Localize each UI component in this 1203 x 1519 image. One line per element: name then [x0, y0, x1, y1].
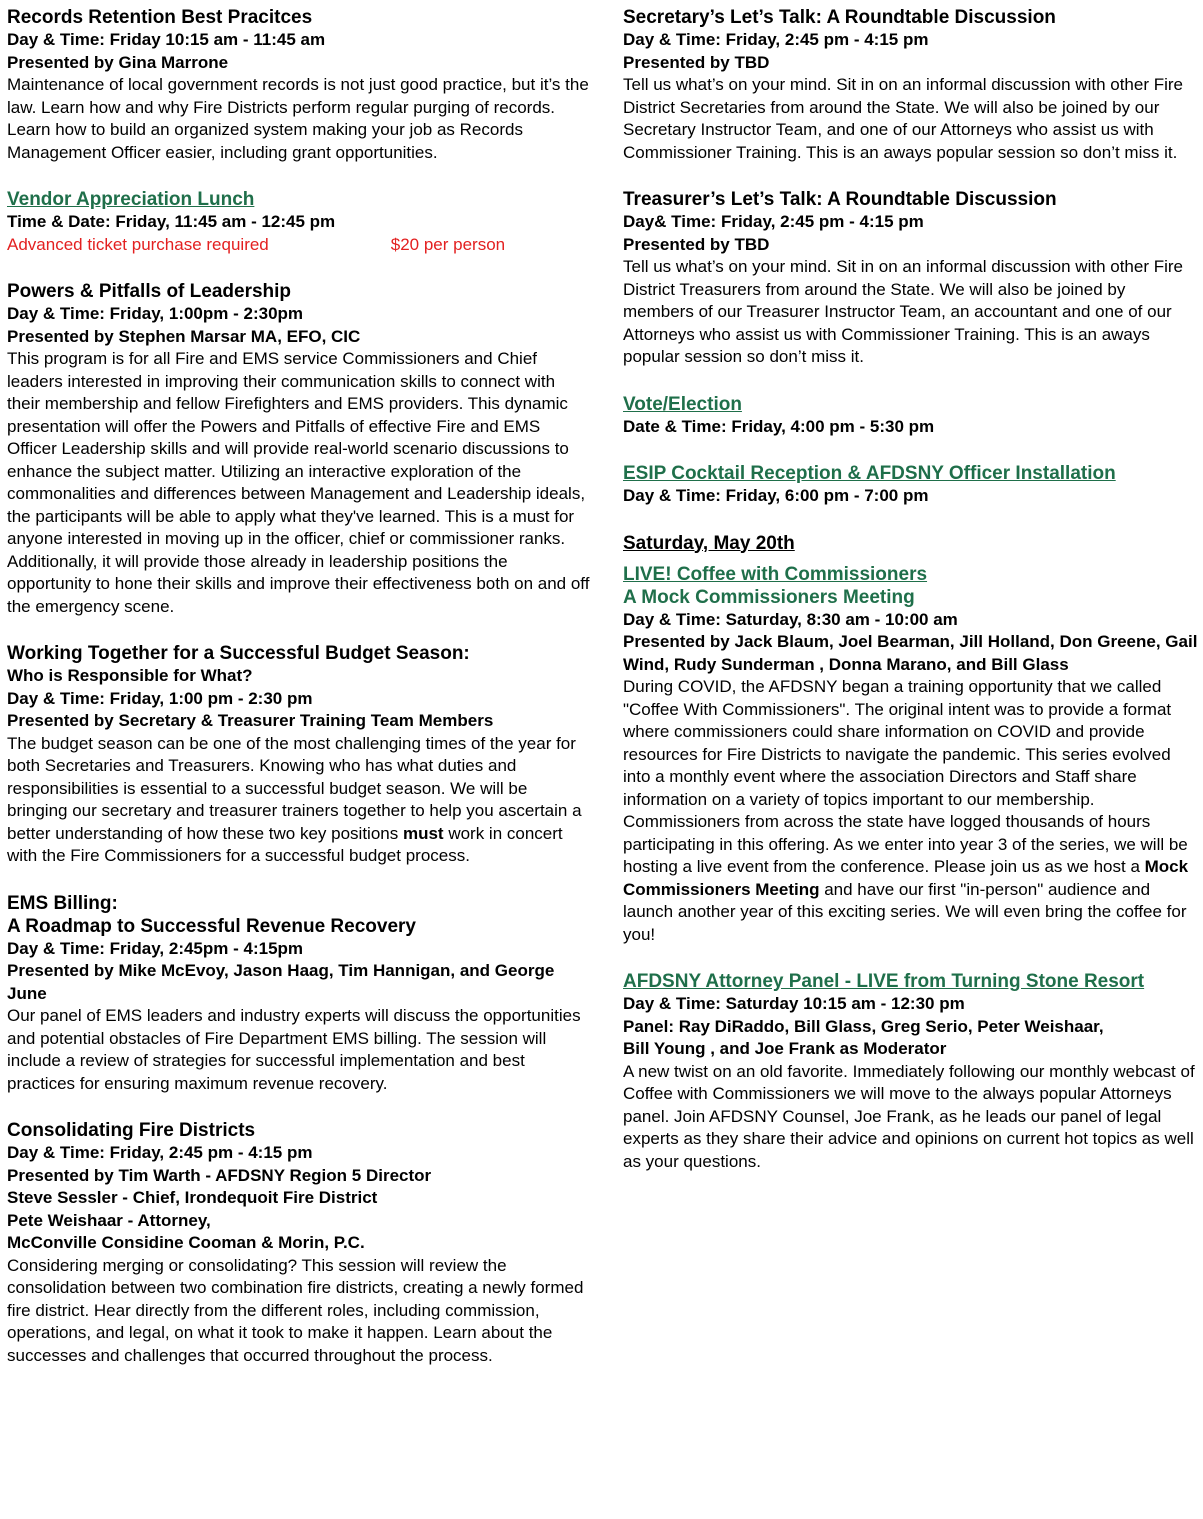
- session-description: The budget season can be one of the most…: [7, 733, 591, 868]
- description-text: The budget season can be one of the most…: [7, 733, 582, 843]
- session-time: Day & Time: Saturday, 8:30 am - 10:00 am: [623, 609, 958, 629]
- session-description: A new twist on an old favorite. Immediat…: [623, 1061, 1195, 1171]
- session-attorney-panel: AFDSNY Attorney Panel - LIVE from Turnin…: [623, 970, 1199, 1173]
- session-title: Working Together for a Successful Budget…: [7, 643, 470, 664]
- session-title: Treasurer’s Let’s Talk: A Roundtable Dis…: [623, 189, 1057, 210]
- day-heading: Saturday, May 20th: [623, 532, 795, 554]
- session-description: Our panel of EMS leaders and industry ex…: [7, 1006, 581, 1093]
- session-description: Tell us what’s on your mind. Sit in on a…: [623, 257, 1183, 366]
- description-text: work in concert with the Fire Commission…: [7, 823, 563, 866]
- session-title-line2: A Mock Commissioners Meeting: [623, 586, 915, 608]
- session-presenter: Presented by Tim Warth - AFDSNY Region 5…: [7, 1165, 432, 1185]
- session-coffee-commissioners: LIVE! Coffee with Commissioners A Mock C…: [623, 563, 1199, 947]
- session-vote-election: Vote/Election Date & Time: Friday, 4:00 …: [623, 393, 1199, 439]
- session-presenter: Presented by Jack Blaum, Joel Bearman, J…: [623, 632, 1198, 674]
- right-column: Secretary’s Let’s Talk: A Roundtable Dis…: [623, 6, 1199, 1197]
- session-time: Day & Time: Friday 10:15 am - 11:45 am: [7, 30, 326, 49]
- session-time: Day & Time: Friday, 6:00 pm - 7:00 pm: [623, 486, 929, 505]
- session-presenter: Presented by TBD: [623, 234, 770, 254]
- session-presenter: Presented by Mike McEvoy, Jason Haag, Ti…: [7, 961, 555, 1003]
- session-presenter: Presented by Gina Marrone: [7, 52, 229, 72]
- session-powers-pitfalls: Powers & Pitfalls of Leadership Day & Ti…: [7, 280, 591, 618]
- session-presenter: Presented by Secretary & Treasurer Train…: [7, 711, 494, 730]
- session-time: Day & Time: Friday, 2:45 pm - 4:15 pm: [7, 1143, 313, 1162]
- session-description: This program is for all Fire and EMS ser…: [7, 349, 590, 616]
- session-budget-season: Working Together for a Successful Budget…: [7, 642, 591, 868]
- session-title-link[interactable]: Vendor Appreciation Lunch: [7, 189, 255, 210]
- session-presenter: Pete Weishaar - Attorney,: [7, 1210, 211, 1230]
- session-subtitle: Who is Responsible for What?: [7, 666, 253, 685]
- session-title: Secretary’s Let’s Talk: A Roundtable Dis…: [623, 7, 1056, 28]
- session-time: Day & Time: Friday, 2:45 pm - 4:15 pm: [623, 30, 929, 49]
- session-title-link[interactable]: Vote/Election: [623, 393, 742, 415]
- session-panel: Panel: Ray DiRaddo, Bill Glass, Greg Ser…: [623, 1016, 1104, 1036]
- ticket-note: Advanced ticket purchase required: [7, 234, 269, 254]
- session-treasurer-talk: Treasurer’s Let’s Talk: A Roundtable Dis…: [623, 188, 1199, 369]
- session-time: Day & Time: Friday, 1:00pm - 2:30pm: [7, 304, 304, 323]
- session-description: Maintenance of local government records …: [7, 75, 589, 162]
- session-time: Day & Time: Friday, 2:45pm - 4:15pm: [7, 938, 304, 958]
- session-presenter: Presented by TBD: [623, 52, 770, 72]
- left-column: Records Retention Best Pracitces Day & T…: [7, 6, 591, 1391]
- session-time: Day & Time: Friday, 1:00 pm - 2:30 pm: [7, 688, 313, 708]
- session-title-link[interactable]: ESIP Cocktail Reception & AFDSNY Officer…: [623, 463, 1116, 484]
- session-records-retention: Records Retention Best Pracitces Day & T…: [7, 6, 591, 164]
- session-time: Day& Time: Friday, 2:45 pm - 4:15 pm: [623, 212, 924, 231]
- session-panel: Bill Young , and Joe Frank as Moderator: [623, 1039, 947, 1058]
- description-text: and have our first "in-person" audience …: [623, 879, 1187, 944]
- description-emphasis: Mock Commissioners Meeting: [623, 857, 1189, 899]
- session-description: Considering merging or consolidating? Th…: [7, 1255, 584, 1365]
- session-secretary-talk: Secretary’s Let’s Talk: A Roundtable Dis…: [623, 6, 1199, 164]
- session-title: Powers & Pitfalls of Leadership: [7, 281, 292, 302]
- session-title: Consolidating Fire Districts: [7, 1120, 256, 1141]
- session-title-link[interactable]: LIVE! Coffee with Commissioners: [623, 563, 928, 585]
- session-consolidating: Consolidating Fire Districts Day & Time:…: [7, 1119, 591, 1367]
- session-ems-billing: EMS Billing: A Roadmap to Successful Rev…: [7, 892, 591, 1096]
- session-time: Time & Date: Friday, 11:45 am - 12:45 pm: [7, 212, 336, 231]
- session-time: Day & Time: Saturday 10:15 am - 12:30 pm: [623, 994, 965, 1013]
- session-time: Date & Time: Friday, 4:00 pm - 5:30 pm: [623, 416, 935, 436]
- description-emphasis: must: [402, 823, 444, 843]
- session-description: During COVID, the AFDSNY began a trainin…: [623, 676, 1199, 946]
- session-presenter: Presented by Stephen Marsar MA, EFO, CIC: [7, 326, 361, 346]
- ticket-note-row: Advanced ticket purchase required $20 pe…: [7, 234, 591, 257]
- session-description: Tell us what’s on your mind. Sit in on a…: [623, 75, 1183, 162]
- session-vendor-lunch: Vendor Appreciation Lunch Time & Date: F…: [7, 188, 591, 256]
- session-presenter: Steve Sessler - Chief, Irondequoit Fire …: [7, 1188, 378, 1207]
- session-title: Records Retention Best Pracitces: [7, 7, 313, 28]
- session-title: EMS Billing:: [7, 892, 118, 914]
- session-title-link[interactable]: AFDSNY Attorney Panel - LIVE from Turnin…: [623, 971, 1145, 992]
- session-esip-reception: ESIP Cocktail Reception & AFDSNY Officer…: [623, 462, 1199, 508]
- session-presenter: McConville Considine Cooman & Morin, P.C…: [7, 1233, 365, 1252]
- description-text: During COVID, the AFDSNY began a trainin…: [623, 677, 1188, 876]
- ticket-price: $20 per person: [390, 234, 506, 254]
- session-title-line2: A Roadmap to Successful Revenue Recovery: [7, 915, 416, 937]
